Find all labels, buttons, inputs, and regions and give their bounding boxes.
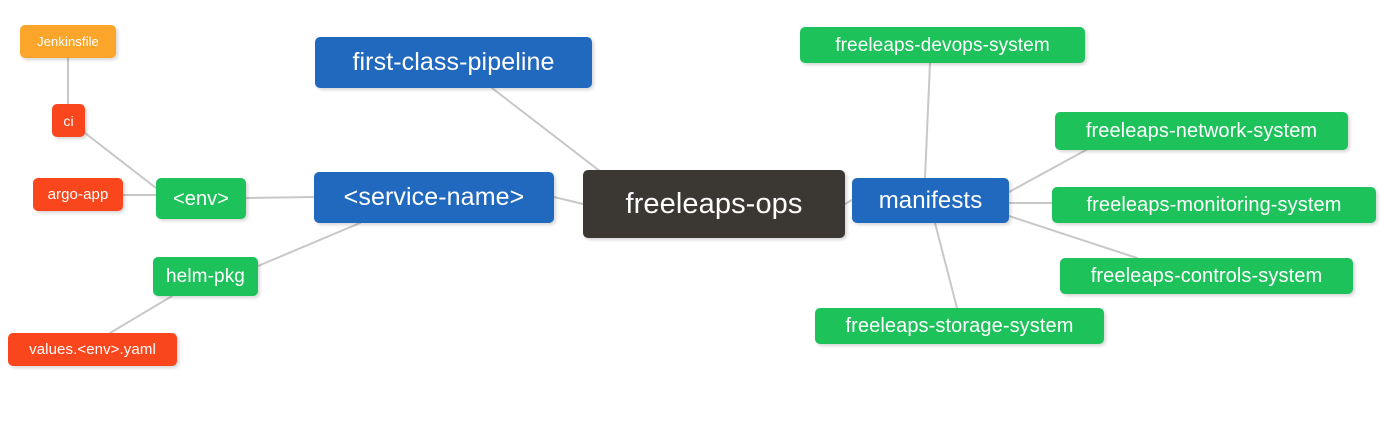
node-label: first-class-pipeline — [352, 48, 555, 76]
edge-manifests-to-freeleaps-storage-system — [934, 222, 958, 309]
node-label: <env> — [172, 187, 230, 210]
node-argo-app[interactable]: argo-app — [33, 178, 123, 211]
node-label: argo-app — [47, 186, 109, 203]
node-label: freeleaps-monitoring-system — [1086, 194, 1342, 216]
edge-freeleaps-ops-to-manifests — [844, 199, 853, 205]
node-first-class-pipeline[interactable]: first-class-pipeline — [315, 37, 592, 88]
node-label: freeleaps-storage-system — [845, 315, 1074, 337]
node-label: freeleaps-network-system — [1085, 120, 1318, 142]
node-label: helm-pkg — [166, 266, 245, 287]
node-freeleaps-ops[interactable]: freeleaps-ops — [583, 170, 845, 238]
edge-service-name-to-env — [245, 196, 315, 199]
edge-manifests-to-freeleaps-network-system — [1008, 149, 1087, 193]
node-label: <service-name> — [343, 183, 525, 211]
node-label: ci — [63, 112, 74, 129]
node-jenkinsfile[interactable]: Jenkinsfile — [20, 25, 116, 58]
node-label: manifests — [878, 186, 983, 214]
node-env[interactable]: <env> — [156, 178, 246, 219]
edge-helm-pkg-to-values-env-yaml — [109, 295, 173, 334]
node-freeleaps-devops-system[interactable]: freeleaps-devops-system — [800, 27, 1085, 63]
edge-freeleaps-ops-to-service-name — [553, 196, 584, 205]
node-freeleaps-monitoring-system[interactable]: freeleaps-monitoring-system — [1052, 187, 1376, 223]
edge-freeleaps-ops-to-first-class-pipeline — [491, 87, 615, 183]
node-service-name[interactable]: <service-name> — [314, 172, 554, 223]
node-label: values.<env>.yaml — [29, 341, 156, 358]
edge-manifests-to-freeleaps-devops-system — [924, 62, 931, 179]
node-ci[interactable]: ci — [52, 104, 85, 137]
node-helm-pkg[interactable]: helm-pkg — [153, 257, 258, 296]
node-label: freeleaps-controls-system — [1090, 265, 1323, 287]
node-manifests[interactable]: manifests — [852, 178, 1009, 223]
node-label: freeleaps-ops — [625, 187, 803, 220]
node-label: freeleaps-devops-system — [835, 34, 1050, 56]
node-label: Jenkinsfile — [37, 34, 99, 49]
node-freeleaps-network-system[interactable]: freeleaps-network-system — [1055, 112, 1348, 150]
node-freeleaps-storage-system[interactable]: freeleaps-storage-system — [815, 308, 1104, 344]
node-freeleaps-controls-system[interactable]: freeleaps-controls-system — [1060, 258, 1353, 294]
edge-service-name-to-helm-pkg — [257, 222, 361, 267]
node-values-env-yaml[interactable]: values.<env>.yaml — [8, 333, 177, 366]
